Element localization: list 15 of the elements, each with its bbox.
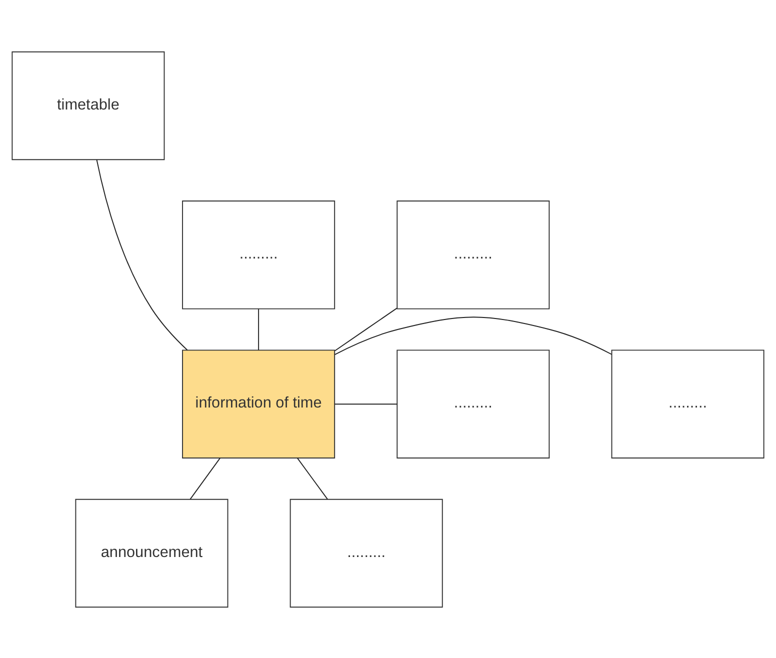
node-box: ......... xyxy=(182,200,336,309)
connector xyxy=(96,158,188,350)
node-box: ......... xyxy=(396,200,550,309)
connector xyxy=(334,316,612,355)
node-box: ......... xyxy=(396,349,550,458)
node-box: timetable xyxy=(12,50,165,160)
node-box: information of time xyxy=(182,349,336,458)
connector xyxy=(297,457,328,500)
connector xyxy=(334,307,398,351)
node-box: announcement xyxy=(75,498,228,608)
node-box: ......... xyxy=(290,498,443,608)
connector xyxy=(258,308,260,350)
connector xyxy=(190,457,220,500)
connector xyxy=(334,403,398,404)
node-box: ......... xyxy=(611,349,764,458)
